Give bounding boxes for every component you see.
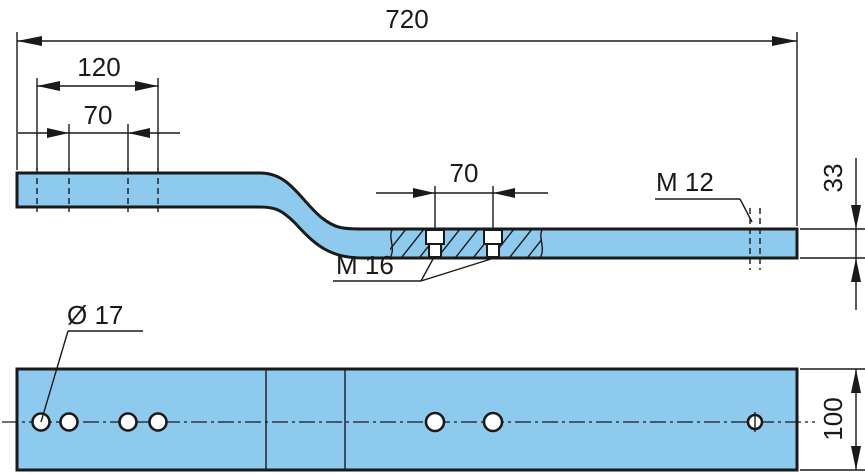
m12-label: M 12 [656,167,714,197]
dim-100-text: 100 [818,397,848,440]
holes [31,411,764,433]
top-view [2,367,815,472]
thread-hole-m16-1 [424,411,446,433]
thread-hole-m16-2 [482,411,504,433]
dim-720-text: 720 [385,4,428,34]
dimension-70-left: 70 [18,100,180,170]
dimension-120: 120 [36,52,159,170]
threaded-hole-m16-left [425,229,445,258]
dimension-720: 720 [16,4,798,226]
bent-bar-side-profile [15,171,799,260]
threaded-hole-m16-right [483,229,503,258]
callout-diameter-17: Ø 17 [40,300,143,423]
hole-3 [118,412,138,432]
dimension-100: 100 [800,368,865,471]
m16-label: M 16 [336,250,394,280]
bar-top-outline [15,367,799,472]
dim-70-left-text: 70 [84,100,113,130]
hole-4 [148,412,168,432]
dimension-70-right: 70 [376,158,548,228]
side-view [15,168,799,270]
dim-120-text: 120 [77,52,120,82]
callout-m16: M 16 [333,250,492,282]
callout-m12: M 12 [655,167,753,223]
dimension-33: 33 [800,158,865,310]
dim-70-right-text: 70 [450,158,479,188]
diameter-17-label: Ø 17 [67,300,123,330]
hole-2 [59,412,79,432]
dim-33-text: 33 [818,164,848,193]
